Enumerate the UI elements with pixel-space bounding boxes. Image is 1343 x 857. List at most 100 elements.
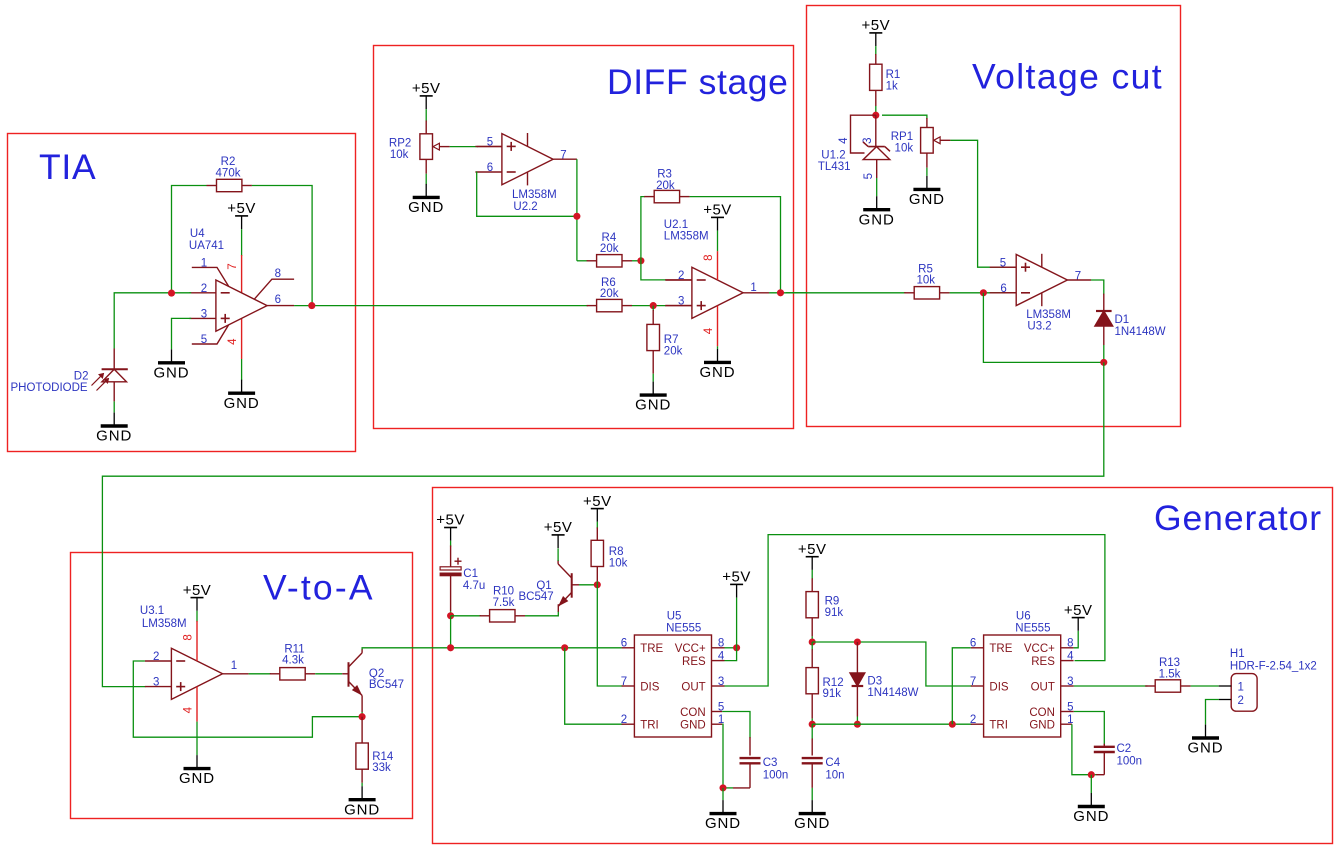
svg-text:+5V: +5V: [1064, 602, 1093, 619]
svg-text:RES: RES: [1031, 656, 1055, 668]
svg-text:10k: 10k: [895, 143, 914, 155]
svg-text:R1: R1: [886, 69, 901, 81]
svg-text:20k: 20k: [600, 288, 619, 300]
svg-text:R7: R7: [664, 334, 679, 346]
svg-text:U3.2: U3.2: [1027, 320, 1051, 332]
svg-text:2: 2: [970, 714, 976, 726]
svg-text:+5V: +5V: [412, 80, 441, 97]
svg-text:U1.2: U1.2: [821, 149, 845, 161]
svg-text:GND: GND: [224, 395, 260, 412]
svg-text:GND: GND: [1073, 808, 1109, 825]
svg-text:OUT: OUT: [681, 681, 705, 693]
svg-text:20k: 20k: [664, 345, 683, 357]
svg-text:100n: 100n: [1117, 756, 1143, 768]
svg-text:6: 6: [970, 638, 976, 650]
svg-text:GND: GND: [408, 199, 444, 216]
svg-text:U2.1: U2.1: [664, 219, 688, 231]
svg-text:Generator: Generator: [1154, 498, 1322, 538]
svg-text:5: 5: [718, 701, 724, 713]
svg-text:BC547: BC547: [369, 679, 404, 691]
svg-text:NE555: NE555: [666, 623, 701, 635]
svg-text:8: 8: [275, 268, 281, 280]
svg-text:8: 8: [1067, 638, 1073, 650]
svg-text:6: 6: [621, 638, 627, 650]
svg-text:4: 4: [703, 327, 715, 334]
svg-text:1: 1: [1067, 714, 1073, 726]
svg-text:TRI: TRI: [989, 720, 1008, 732]
svg-text:10k: 10k: [917, 275, 936, 287]
svg-text:U3.1: U3.1: [140, 605, 164, 617]
svg-text:D1: D1: [1115, 314, 1130, 326]
svg-text:C1: C1: [463, 568, 478, 580]
svg-text:470k: 470k: [216, 167, 241, 179]
svg-text:UA741: UA741: [189, 240, 224, 252]
svg-text:1N4148W: 1N4148W: [867, 687, 918, 699]
svg-text:2: 2: [678, 270, 684, 282]
svg-text:7: 7: [227, 263, 239, 269]
svg-text:2: 2: [153, 651, 159, 663]
svg-text:7: 7: [1075, 270, 1081, 282]
svg-text:1: 1: [201, 258, 207, 270]
svg-text:R11: R11: [284, 643, 304, 655]
svg-text:4: 4: [183, 706, 195, 713]
svg-text:1.5k: 1.5k: [1159, 668, 1181, 680]
svg-text:GND: GND: [635, 397, 671, 414]
svg-text:RES: RES: [682, 656, 706, 668]
svg-text:C2: C2: [1117, 743, 1132, 755]
svg-text:D3: D3: [867, 676, 882, 688]
svg-text:10k: 10k: [390, 149, 409, 161]
svg-text:D2: D2: [74, 370, 89, 382]
svg-text:4.7u: 4.7u: [463, 580, 485, 592]
svg-text:1N4148W: 1N4148W: [1115, 326, 1166, 338]
svg-text:R6: R6: [601, 277, 616, 289]
svg-text:1: 1: [750, 282, 756, 294]
svg-text:7: 7: [560, 149, 566, 161]
svg-text:+5V: +5V: [583, 493, 612, 510]
svg-text:+5V: +5V: [227, 200, 256, 217]
svg-text:+5V: +5V: [544, 519, 573, 536]
svg-text:3: 3: [862, 137, 874, 143]
svg-text:Q1: Q1: [536, 580, 551, 592]
svg-text:R12: R12: [823, 677, 844, 689]
svg-text:91k: 91k: [825, 607, 844, 619]
svg-text:33k: 33k: [372, 762, 391, 774]
svg-text:R14: R14: [372, 751, 394, 763]
svg-text:Q2: Q2: [369, 668, 384, 680]
svg-text:DIS: DIS: [989, 681, 1009, 693]
svg-text:GND: GND: [96, 428, 132, 445]
svg-text:3: 3: [718, 676, 724, 688]
svg-text:8: 8: [718, 638, 724, 650]
svg-text:OUT: OUT: [1031, 681, 1055, 693]
svg-text:+5V: +5V: [798, 541, 827, 558]
svg-text:CON: CON: [680, 707, 706, 719]
svg-text:LM358M: LM358M: [512, 189, 557, 201]
svg-text:R9: R9: [825, 596, 840, 608]
svg-text:LM358M: LM358M: [1026, 309, 1071, 321]
svg-text:4: 4: [718, 650, 725, 662]
svg-text:DIS: DIS: [640, 681, 660, 693]
svg-text:H1: H1: [1230, 648, 1245, 660]
svg-text:GND: GND: [909, 191, 945, 208]
svg-text:GND: GND: [859, 211, 895, 228]
svg-text:NE555: NE555: [1015, 623, 1050, 635]
svg-text:8: 8: [703, 254, 715, 260]
svg-text:3: 3: [201, 309, 207, 321]
svg-text:PHOTODIODE: PHOTODIODE: [10, 382, 87, 394]
svg-text:HDR-F-2.54_1x2: HDR-F-2.54_1x2: [1230, 660, 1317, 672]
svg-text:TRI: TRI: [640, 720, 659, 732]
svg-text:4: 4: [227, 338, 239, 345]
svg-text:LM358M: LM358M: [142, 618, 187, 630]
svg-text:1: 1: [1237, 682, 1243, 694]
svg-text:GND: GND: [699, 364, 735, 381]
svg-text:U2.2: U2.2: [513, 201, 537, 213]
svg-text:GND: GND: [153, 364, 189, 381]
svg-text:6: 6: [1000, 283, 1006, 295]
svg-text:4: 4: [1067, 650, 1074, 662]
svg-text:GND: GND: [680, 720, 706, 732]
svg-text:R13: R13: [1159, 657, 1180, 669]
svg-text:TIA: TIA: [39, 147, 96, 187]
svg-text:2: 2: [1237, 695, 1243, 707]
svg-text:GND: GND: [1187, 740, 1223, 757]
svg-text:7: 7: [970, 676, 976, 688]
svg-text:R5: R5: [918, 263, 933, 275]
